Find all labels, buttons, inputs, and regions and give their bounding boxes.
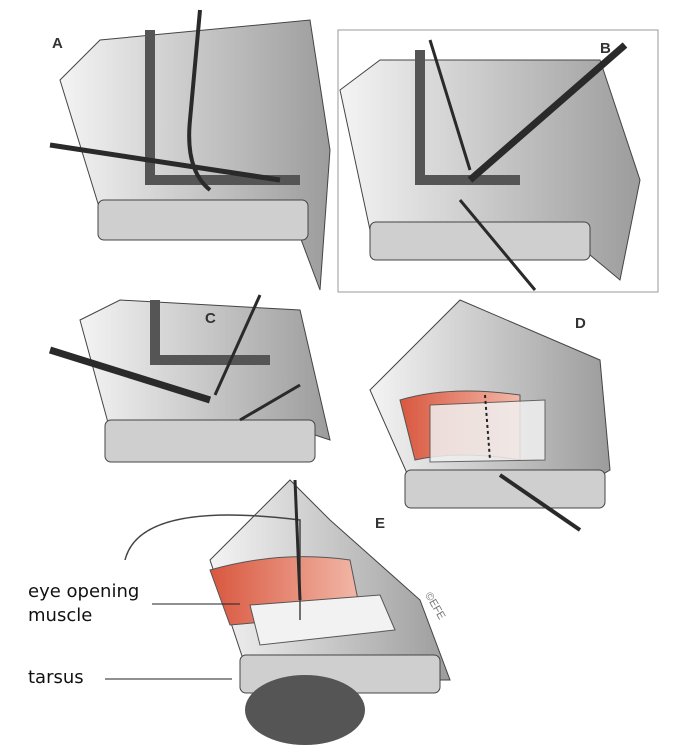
- panel-label-d: D: [575, 315, 586, 332]
- tarsus-label: tarsus: [28, 667, 84, 688]
- panel-label-b: B: [600, 40, 611, 57]
- panel-d-drawing: [369, 299, 611, 532]
- panel-label-e: E: [375, 515, 386, 532]
- panel-e-drawing: [124, 479, 451, 745]
- muscle-label: eye opening muscle: [28, 581, 140, 626]
- panel-a-drawing: [49, 9, 331, 291]
- panel-label-a: A: [52, 35, 63, 52]
- panel-b-frame: [337, 29, 659, 293]
- panel-c-drawing: [48, 294, 331, 463]
- panel-b-drawing: [339, 39, 641, 291]
- panel-label-c: C: [205, 310, 216, 327]
